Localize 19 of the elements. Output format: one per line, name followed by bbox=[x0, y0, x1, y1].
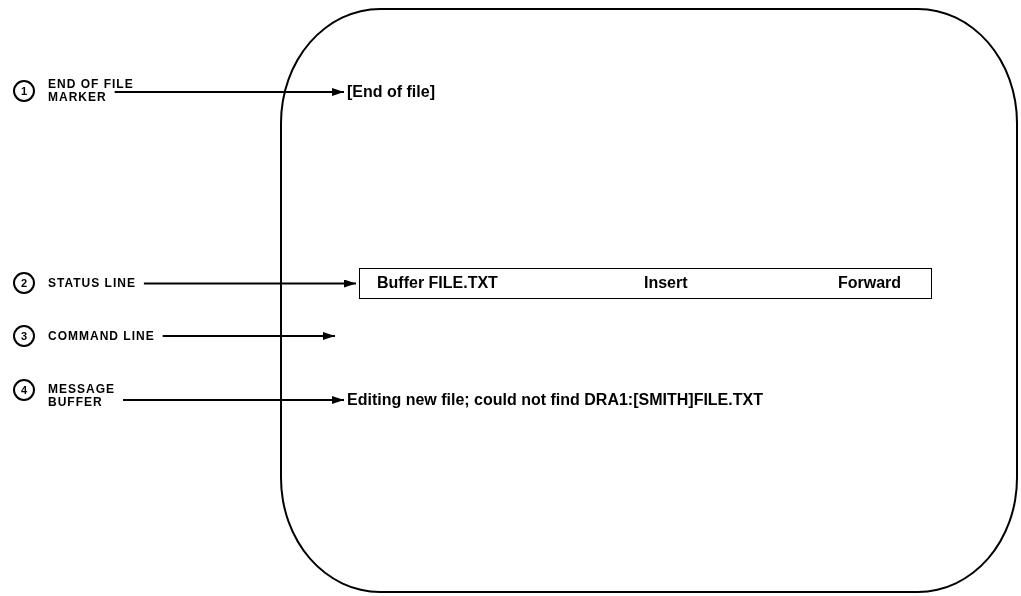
screen-text: Editing new file; could not find DRA1:[SMITH]FILE.TXT bbox=[347, 391, 763, 409]
callout-number: 4 bbox=[13, 379, 35, 401]
status-text: Buffer FILE.TXT bbox=[377, 274, 498, 292]
callout-number: 2 bbox=[13, 272, 35, 294]
callout-label: STATUS LINE bbox=[48, 277, 188, 291]
callout-number: 1 bbox=[13, 80, 35, 102]
screen-outline bbox=[280, 8, 1018, 593]
screen-text: [End of file] bbox=[347, 83, 435, 101]
status-bar bbox=[359, 268, 932, 299]
leader-arrow bbox=[122, 396, 345, 404]
callout-label: END OF FILE MARKER bbox=[48, 78, 148, 106]
status-text: Forward bbox=[838, 274, 902, 292]
leader-arrow bbox=[113, 88, 345, 96]
callout-number: 3 bbox=[13, 325, 35, 347]
status-text: Insert bbox=[644, 274, 688, 292]
callout-label: MESSAGE BUFFER bbox=[48, 383, 128, 411]
callout-label: COMMAND LINE bbox=[48, 330, 188, 344]
leader-arrow bbox=[161, 332, 336, 340]
leader-arrow bbox=[142, 279, 357, 288]
